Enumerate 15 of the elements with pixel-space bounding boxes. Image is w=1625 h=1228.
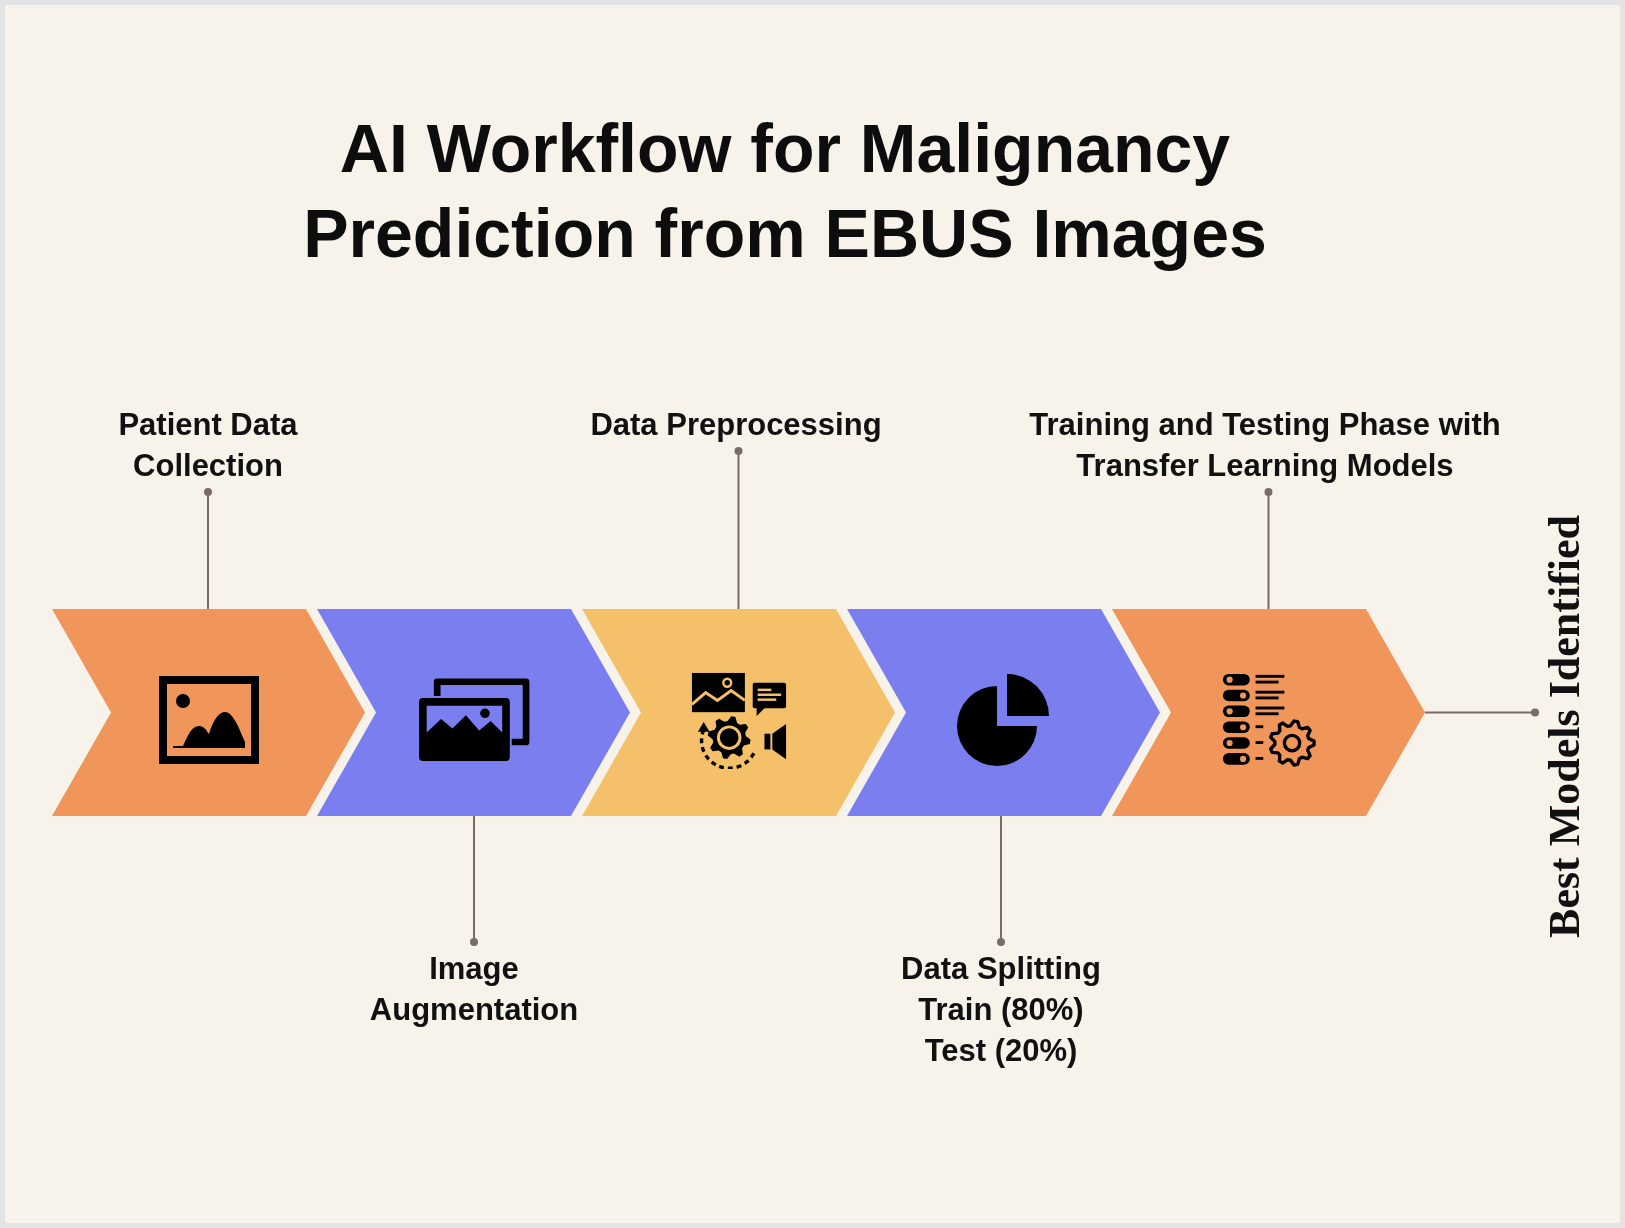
leader-line (204, 488, 212, 610)
step-label: Patient Data Collection (117, 406, 299, 485)
result-label: Best Models Identified (1541, 515, 1589, 938)
step-label: Data Preprocessing (589, 406, 883, 444)
leader-line (1424, 708, 1539, 717)
leader-line (470, 815, 478, 946)
step-label: Training and Testing Phase with Transfer Learning Models (1028, 406, 1502, 485)
step-label: Image Augmentation (368, 950, 580, 1029)
leader-line (734, 447, 743, 610)
diagram-title: AI Workflow for Malignancy Prediction from EBUS Images (302, 109, 1268, 273)
leader-line (997, 815, 1005, 946)
step-label: Data Splitting (900, 950, 1102, 988)
split-ratio-label: Train (80%) (917, 991, 1085, 1029)
split-ratio-label: Test (20%) (923, 1032, 1079, 1070)
leader-line (1264, 488, 1273, 610)
